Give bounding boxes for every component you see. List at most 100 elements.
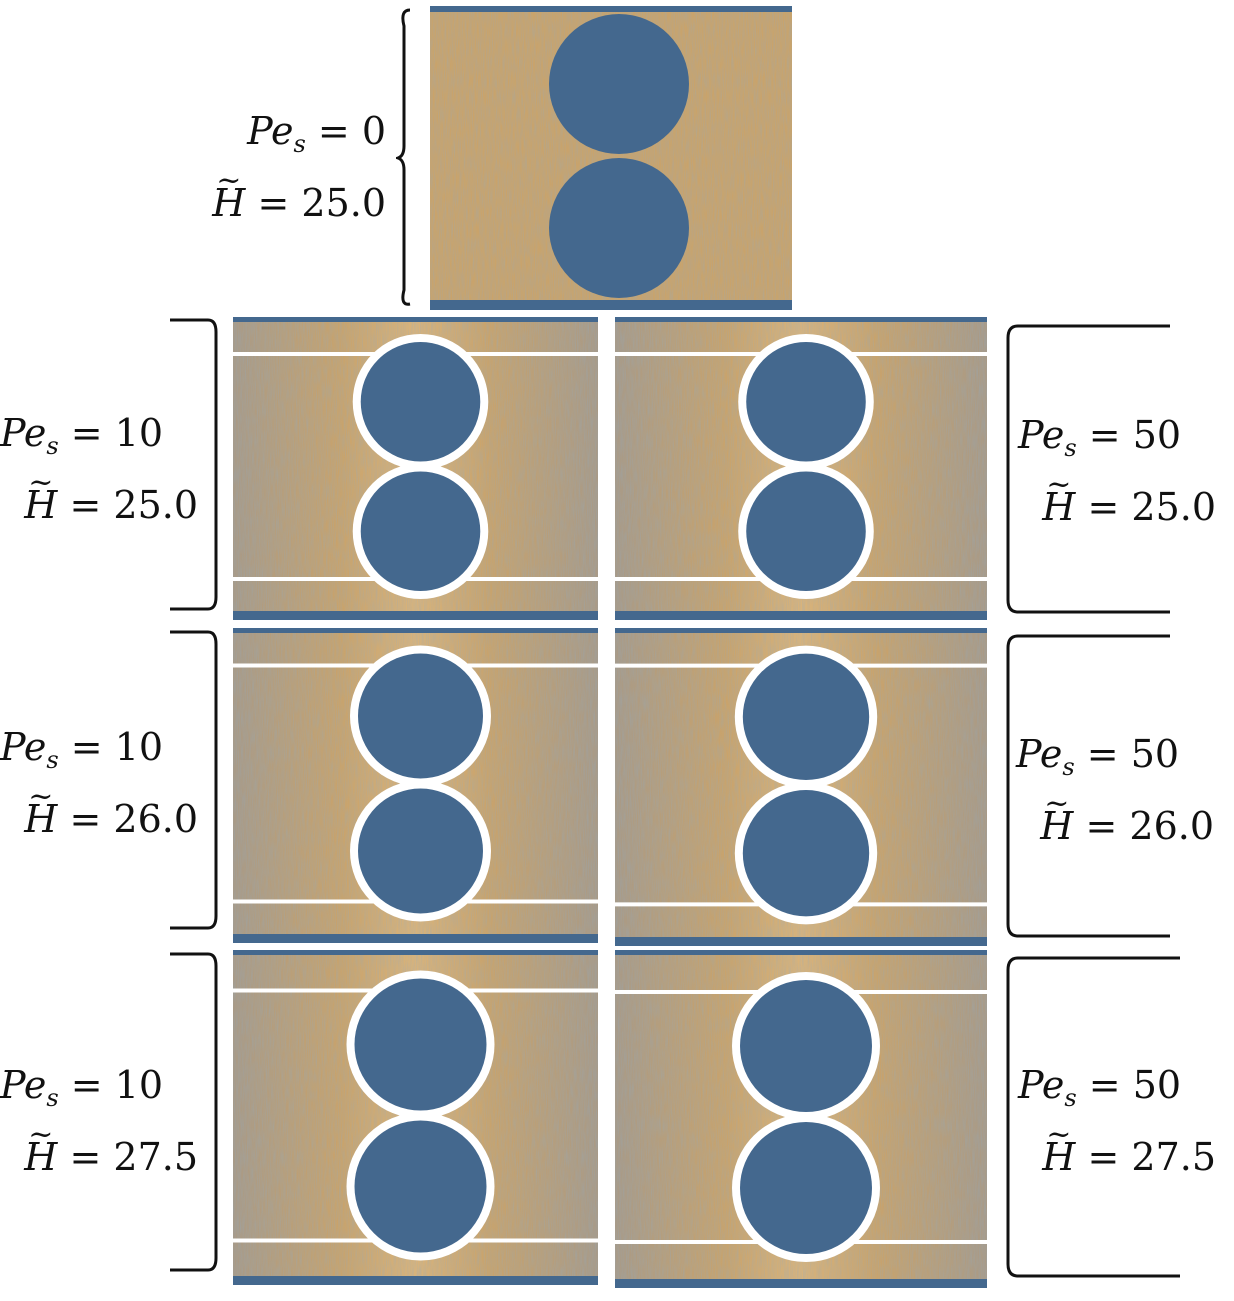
equals-sign: = — [257, 181, 290, 225]
pe-subscript: s — [1064, 1084, 1077, 1112]
h-symbol: ~H — [24, 465, 58, 527]
label-pe50-h27_5: Pes = 50 ~H = 27.5 — [1018, 1066, 1216, 1176]
brace-right-3 — [1006, 956, 1180, 1278]
label-pe10-h27_5: Pes = 10 ~H = 27.5 — [0, 1066, 198, 1176]
bottom-wall — [615, 1279, 987, 1288]
upper-particle — [742, 653, 870, 780]
pe-symbol: Pe — [1018, 413, 1065, 457]
top-wall — [615, 628, 987, 633]
simulation-field — [233, 628, 598, 943]
panel-pe10-h27_5 — [233, 950, 598, 1285]
pe-subscript: s — [46, 432, 59, 460]
panel-pe0-h25 — [430, 6, 792, 310]
equals-sign: = — [70, 725, 103, 769]
top-wall — [233, 317, 598, 322]
pe-value: 50 — [1132, 413, 1182, 457]
h-value: 26.0 — [113, 797, 198, 841]
upper-particle — [549, 14, 689, 154]
lower-particle — [740, 1122, 872, 1254]
lower-particle — [360, 471, 481, 592]
equals-sign: = — [1087, 1135, 1120, 1179]
top-wall — [233, 628, 598, 633]
top-wall — [430, 6, 792, 12]
equals-sign: = — [69, 797, 102, 841]
h-symbol: ~H — [24, 779, 58, 841]
pe-symbol: Pe — [1018, 1063, 1065, 1107]
upper-particle — [360, 341, 481, 462]
equals-sign: = — [1088, 1063, 1121, 1107]
label-pe10-h25: Pes = 10 ~H = 25.0 — [0, 414, 198, 524]
panel-pe50-h25 — [615, 317, 987, 620]
lower-particle — [742, 790, 870, 917]
pe-symbol: Pe — [247, 109, 294, 153]
lower-particle — [358, 788, 483, 914]
bottom-wall — [615, 611, 987, 620]
equals-sign: = — [1085, 804, 1118, 848]
upper-particle — [746, 341, 866, 462]
pe-value: 10 — [114, 411, 164, 455]
h-value: 25.0 — [1131, 485, 1216, 529]
top-wall — [233, 950, 598, 955]
equals-sign: = — [1087, 485, 1120, 529]
pe-subscript: s — [46, 746, 59, 774]
upper-particle — [358, 653, 483, 779]
label-pe10-h26: Pes = 10 ~H = 26.0 — [0, 728, 198, 838]
panel-pe50-h27_5 — [615, 950, 987, 1288]
top-wall — [615, 950, 987, 955]
h-value: 25.0 — [113, 483, 198, 527]
label-pe50-h26: Pes = 50 ~H = 26.0 — [1016, 735, 1214, 845]
equals-sign: = — [70, 411, 103, 455]
pe-value: 0 — [361, 109, 386, 153]
upper-particle — [354, 978, 487, 1111]
bottom-wall — [430, 300, 792, 310]
equals-sign: = — [317, 109, 350, 153]
pe-subscript: s — [46, 1084, 59, 1112]
bottom-wall — [233, 1276, 598, 1285]
h-symbol: ~H — [1042, 1117, 1076, 1179]
label-pe0-h25: Pes = 0 ~H = 25.0 — [186, 112, 386, 222]
h-symbol: ~H — [1040, 786, 1074, 848]
brace-top — [396, 8, 411, 306]
bottom-wall — [615, 937, 987, 946]
bottom-wall — [233, 611, 598, 620]
pe-symbol: Pe — [0, 411, 47, 455]
bottom-wall — [233, 934, 598, 943]
pe-subscript: s — [293, 130, 306, 158]
upper-particle — [740, 980, 872, 1112]
h-symbol: ~H — [1042, 467, 1076, 529]
h-value: 26.0 — [1129, 804, 1214, 848]
pe-symbol: Pe — [0, 1063, 47, 1107]
pe-value: 10 — [114, 1063, 164, 1107]
equals-sign: = — [69, 483, 102, 527]
h-value: 27.5 — [113, 1135, 198, 1179]
panel-pe10-h25 — [233, 317, 598, 620]
simulation-field — [233, 317, 598, 620]
lower-particle — [746, 471, 866, 592]
label-pe50-h25: Pes = 50 ~H = 25.0 — [1018, 416, 1216, 526]
h-symbol: ~H — [24, 1117, 58, 1179]
equals-sign: = — [70, 1063, 103, 1107]
simulation-field — [615, 317, 987, 620]
simulation-field — [233, 950, 598, 1285]
pe-value: 10 — [114, 725, 164, 769]
equals-sign: = — [69, 1135, 102, 1179]
brace-left-2 — [170, 630, 218, 930]
lower-particle — [549, 158, 689, 298]
brace-left-1 — [170, 318, 218, 611]
panel-pe50-h26 — [615, 628, 987, 946]
pe-symbol: Pe — [1016, 732, 1063, 776]
simulation-field — [430, 6, 792, 310]
pe-subscript: s — [1062, 753, 1075, 781]
h-symbol: ~H — [212, 163, 246, 225]
equals-sign: = — [1088, 413, 1121, 457]
panel-pe10-h26 — [233, 628, 598, 943]
brace-right-2 — [1006, 634, 1170, 938]
equals-sign: = — [1086, 732, 1119, 776]
pe-value: 50 — [1132, 1063, 1182, 1107]
pe-subscript: s — [1064, 434, 1077, 462]
lower-particle — [354, 1120, 487, 1253]
brace-right-1 — [1006, 324, 1170, 614]
pe-symbol: Pe — [0, 725, 47, 769]
top-wall — [615, 317, 987, 322]
